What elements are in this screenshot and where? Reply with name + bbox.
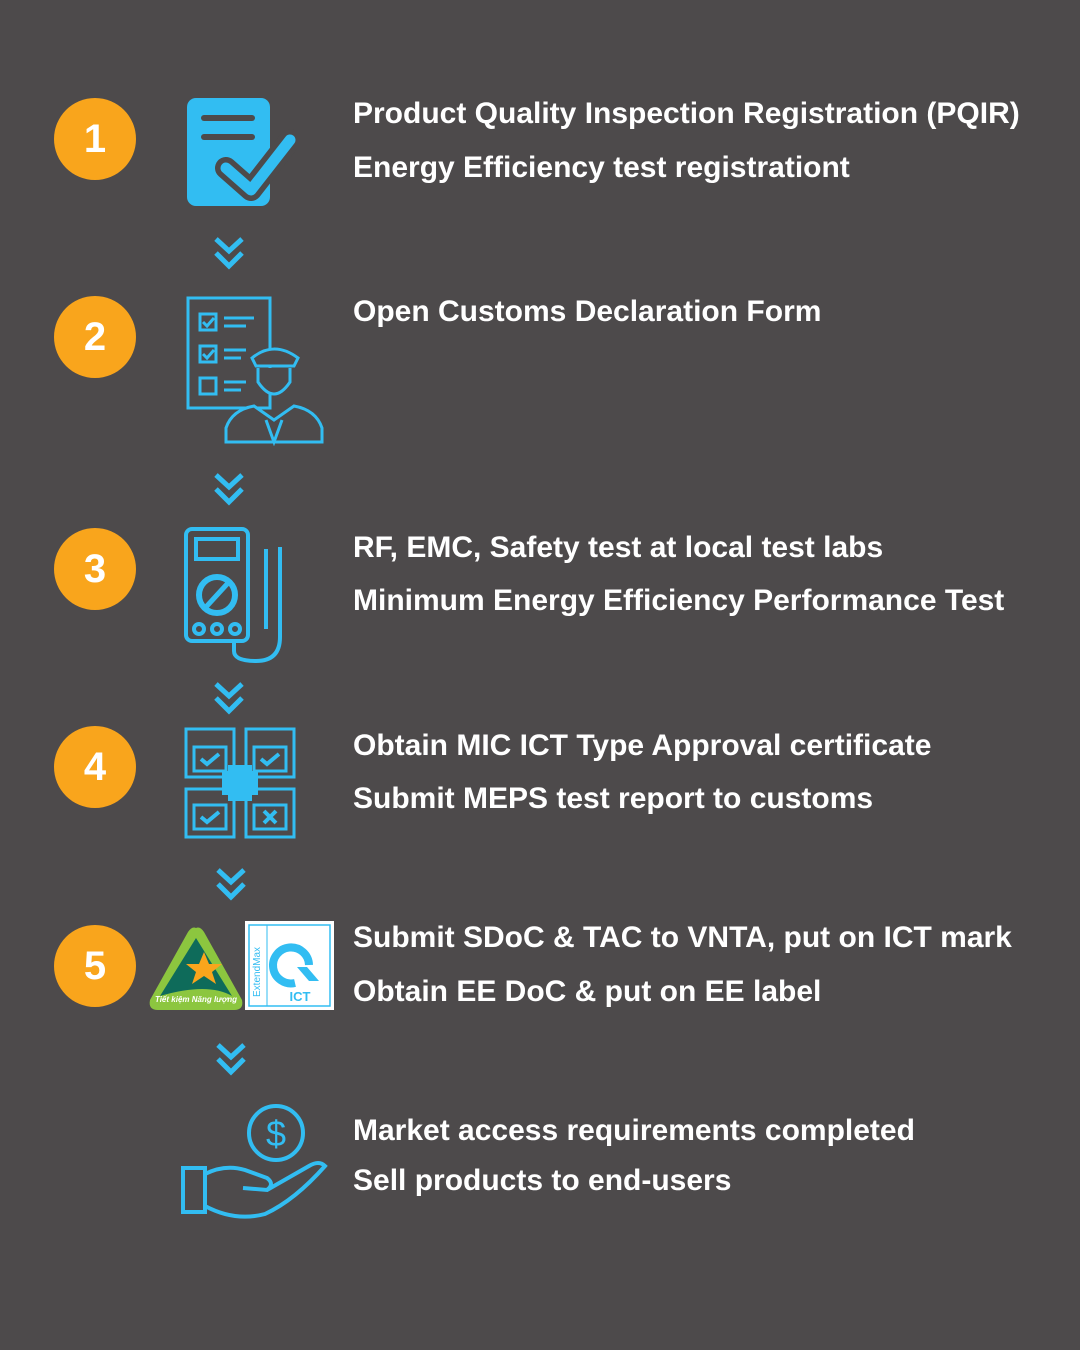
svg-text:ICT: ICT <box>290 989 311 1004</box>
svg-text:$: $ <box>266 1113 286 1154</box>
chevron-down-double-icon <box>214 682 244 715</box>
step-4-badge: 4 <box>54 726 136 808</box>
step-5-badge: 5 <box>54 925 136 1007</box>
step-1-line-2: Energy Efficiency test registrationt <box>353 151 850 184</box>
final-line-2: Sell products to end-users <box>353 1164 732 1197</box>
step-5-line-2: Obtain EE DoC & put on EE label <box>353 975 822 1008</box>
hand-money-icon: $ <box>181 1104 328 1219</box>
energy-saving-label-logo: Tiết kiệm Năng lượng <box>149 927 243 1010</box>
chevron-down-double-icon <box>214 473 244 506</box>
chevron-down-double-icon <box>214 237 244 270</box>
step-2-badge: 2 <box>54 296 136 378</box>
chevron-down-double-icon <box>216 1043 246 1076</box>
step-3-line-2: Minimum Energy Efficiency Performance Te… <box>353 584 1005 617</box>
chevron-down-double-icon <box>216 868 246 901</box>
step-4-line-2: Submit MEPS test report to customs <box>353 782 874 815</box>
approval-grid-icon <box>184 727 296 839</box>
step-3-badge: 3 <box>54 528 136 610</box>
step-2-line-1: Open Customs Declaration Form <box>353 295 822 328</box>
step-4-line-1: Obtain MIC ICT Type Approval certificate <box>353 729 932 762</box>
multimeter-icon <box>184 527 282 664</box>
step-5-line-1: Submit SDoC & TAC to VNTA, put on ICT ma… <box>353 921 1012 954</box>
customs-officer-checklist-icon <box>186 296 324 446</box>
final-line-1: Market access requirements completed <box>353 1114 915 1147</box>
step-1-badge: 1 <box>54 98 136 180</box>
svg-text:Tiết kiệm Năng lượng: Tiết kiệm Năng lượng <box>155 995 237 1004</box>
ict-mark-logo: ExtendMax ICT <box>245 921 334 1010</box>
document-check-icon <box>187 98 298 206</box>
svg-text:ExtendMax: ExtendMax <box>252 947 263 997</box>
step-3-line-1: RF, EMC, Safety test at local test labs <box>353 531 884 564</box>
step-1-line-1: Product Quality Inspection Registration … <box>353 97 1020 130</box>
